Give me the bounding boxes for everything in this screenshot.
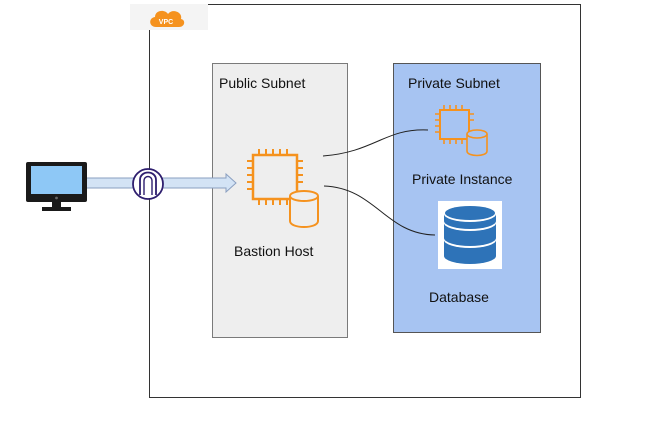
internet-gateway-icon	[132, 168, 164, 200]
ec2-instance-icon	[435, 105, 488, 157]
private-subnet-label: Private Subnet	[408, 75, 500, 91]
private-subnet	[393, 63, 541, 333]
desktop-computer-icon	[26, 162, 87, 211]
public-subnet-label: Public Subnet	[219, 75, 306, 91]
private-instance-label: Private Instance	[412, 171, 513, 187]
database-label: Database	[429, 289, 489, 305]
connector-bastion-to-private-instance	[322, 129, 429, 157]
bastion-host-label: Bastion Host	[234, 243, 314, 259]
vpc-badge-text: VPC	[159, 19, 173, 26]
vpc-cloud-icon: VPC	[150, 10, 185, 27]
ec2-instance-icon	[247, 149, 319, 228]
connector-bastion-to-database	[323, 185, 436, 236]
database-icon	[438, 201, 502, 269]
